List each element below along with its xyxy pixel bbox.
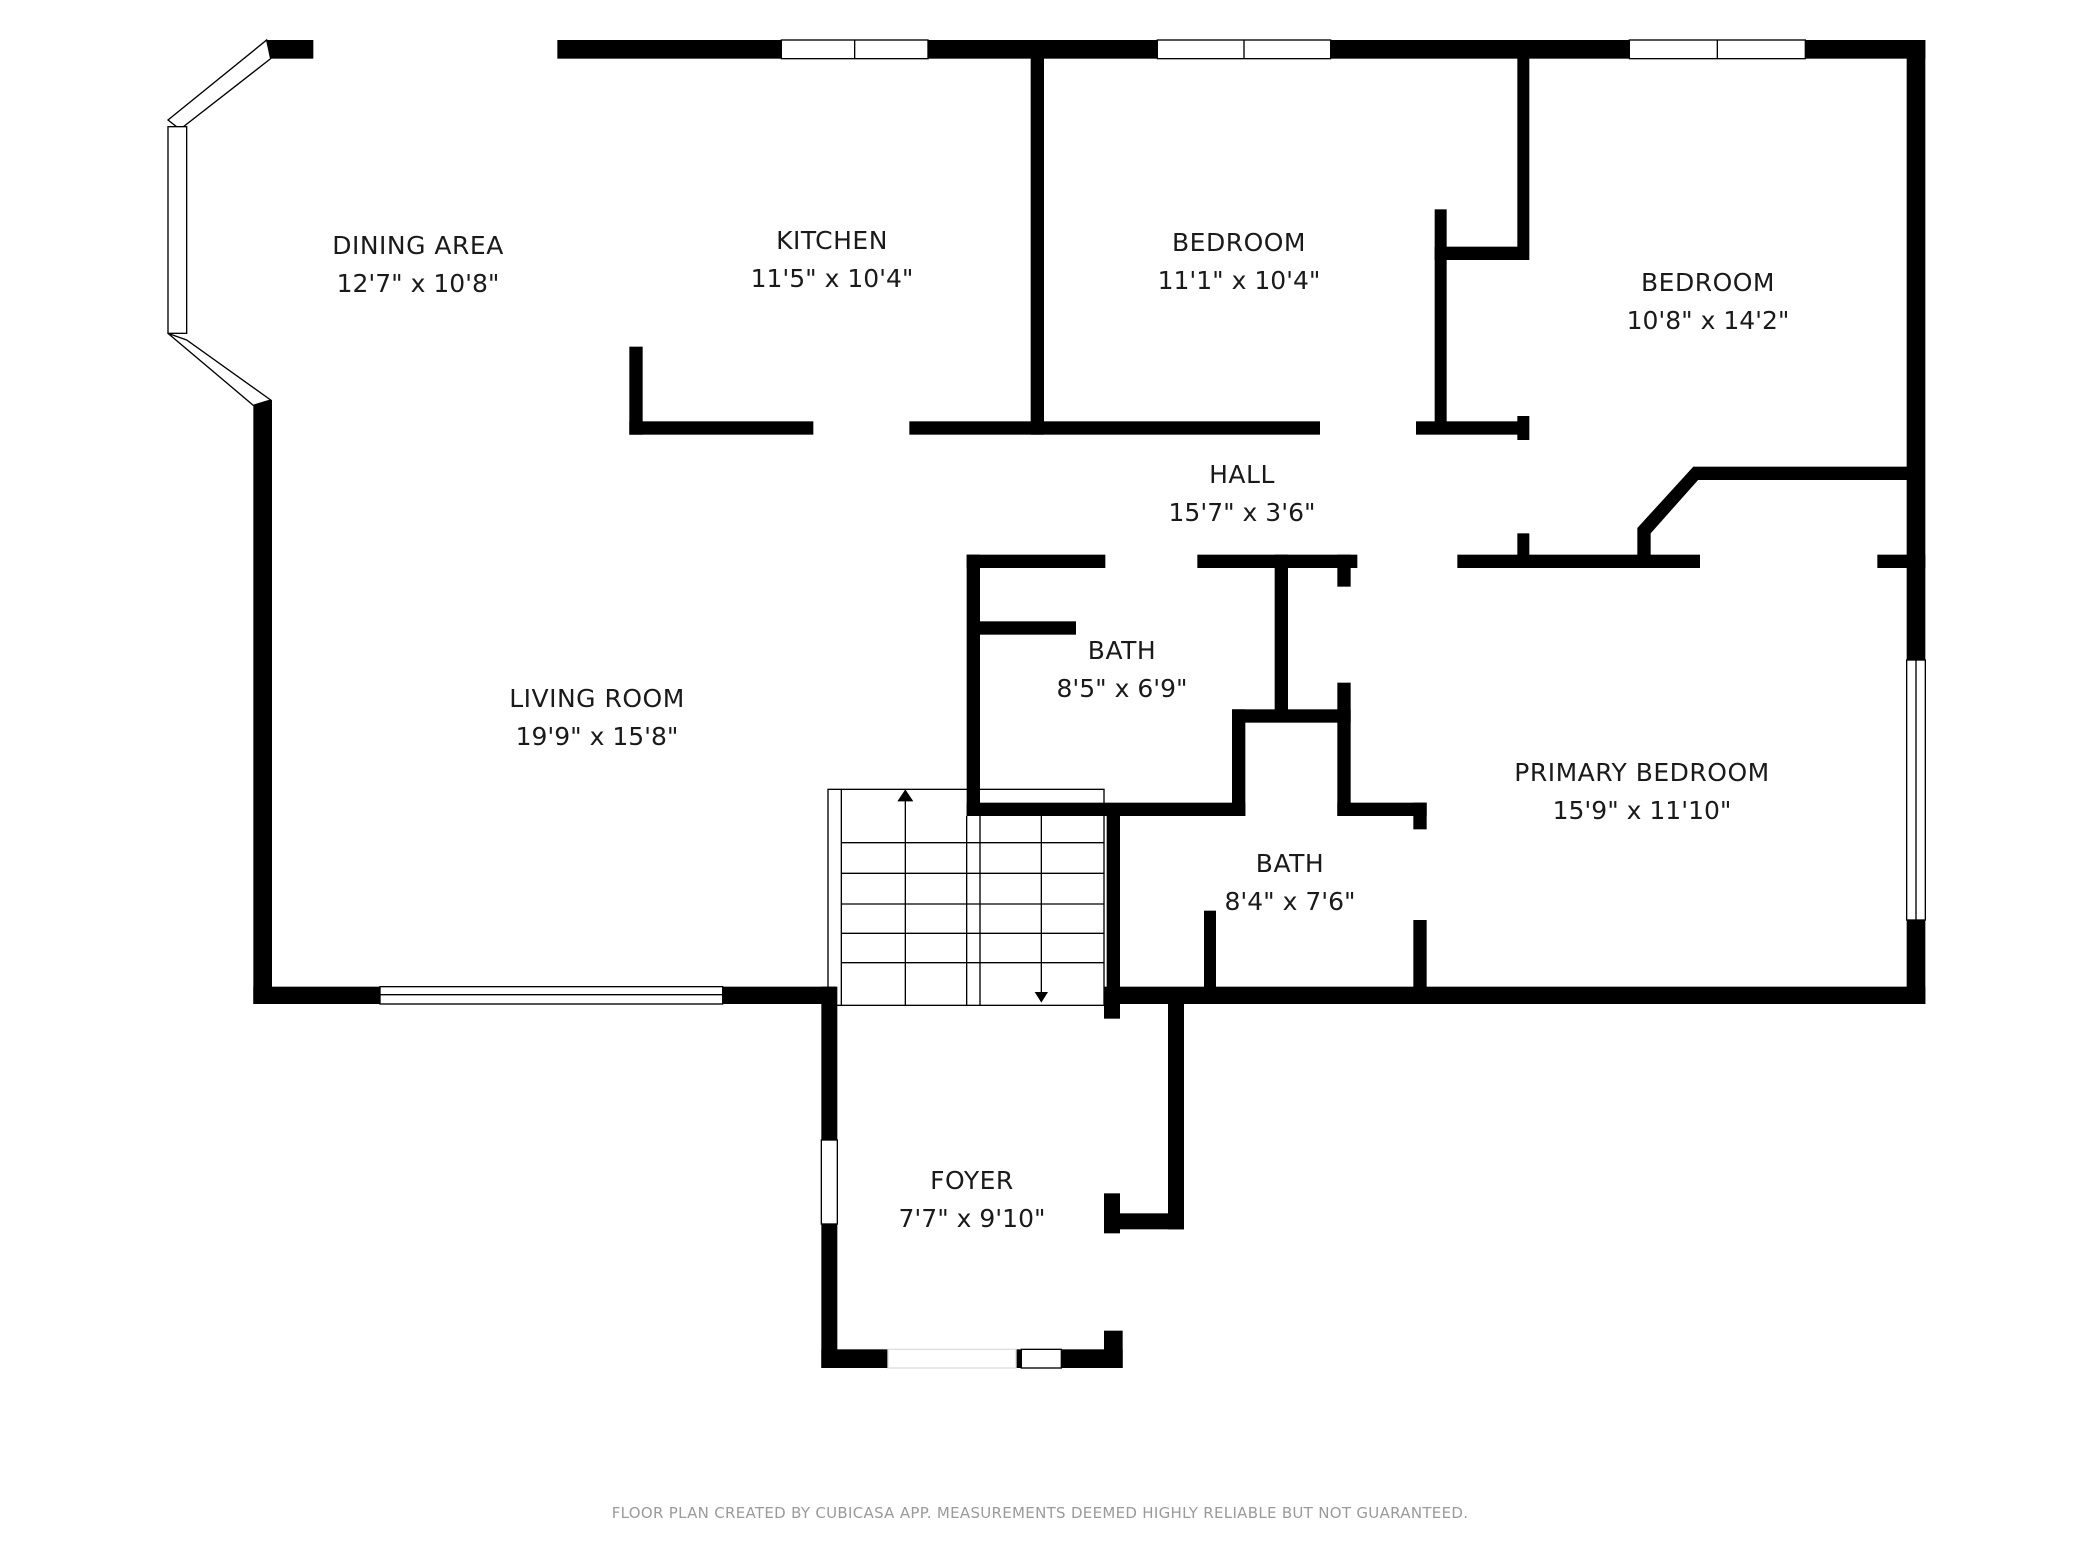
room-name: BATH (1087, 636, 1157, 665)
room-dimensions: 19'9" x 15'8" (515, 722, 679, 751)
room-dimensions: 11'5" x 10'4" (750, 264, 914, 293)
room-dimensions: 15'7" x 3'6" (1168, 498, 1316, 527)
room-name: BEDROOM (1172, 228, 1306, 257)
room-dimensions: 8'4" x 7'6" (1224, 887, 1356, 916)
room-name: HALL (1209, 460, 1275, 489)
room-name: BATH (1255, 849, 1325, 878)
room-bath-2: BATH 8'4" x 7'6" (1224, 845, 1355, 921)
room-dimensions: 7'7" x 9'10" (898, 1204, 1046, 1233)
room-dimensions: 10'8" x 14'2" (1626, 306, 1790, 335)
stairs (827, 788, 1105, 1006)
room-name: LIVING ROOM (509, 684, 685, 713)
room-dimensions: 11'1" x 10'4" (1157, 266, 1321, 295)
room-dimensions: 12'7" x 10'8" (336, 269, 500, 298)
room-primary-bedroom: PRIMARY BEDROOM 15'9" x 11'10" (1514, 754, 1769, 830)
room-dining-area: DINING AREA 12'7" x 10'8" (332, 227, 504, 303)
stair-arrows (897, 789, 1048, 1003)
room-name: BEDROOM (1641, 268, 1775, 297)
room-kitchen: KITCHEN 11'5" x 10'4" (751, 222, 914, 298)
room-name: KITCHEN (776, 226, 888, 255)
room-hall: HALL 15'7" x 3'6" (1169, 456, 1316, 532)
room-bath-1: BATH 8'5" x 6'9" (1056, 632, 1187, 708)
room-bedroom-1: BEDROOM 11'1" x 10'4" (1158, 224, 1321, 300)
room-bedroom-2: BEDROOM 10'8" x 14'2" (1627, 264, 1790, 340)
room-dimensions: 8'5" x 6'9" (1056, 674, 1188, 703)
disclaimer-footer: FLOOR PLAN CREATED BY CUBICASA APP. MEAS… (611, 1504, 1469, 1522)
walls (253, 40, 1926, 1368)
room-name: DINING AREA (332, 231, 504, 260)
room-foyer: FOYER 7'7" x 9'10" (899, 1162, 1046, 1238)
windows (166, 38, 1926, 1369)
room-name: PRIMARY BEDROOM (1514, 758, 1770, 787)
room-name: FOYER (930, 1166, 1014, 1195)
room-dimensions: 15'9" x 11'10" (1552, 796, 1732, 825)
room-living-room: LIVING ROOM 19'9" x 15'8" (509, 680, 685, 756)
